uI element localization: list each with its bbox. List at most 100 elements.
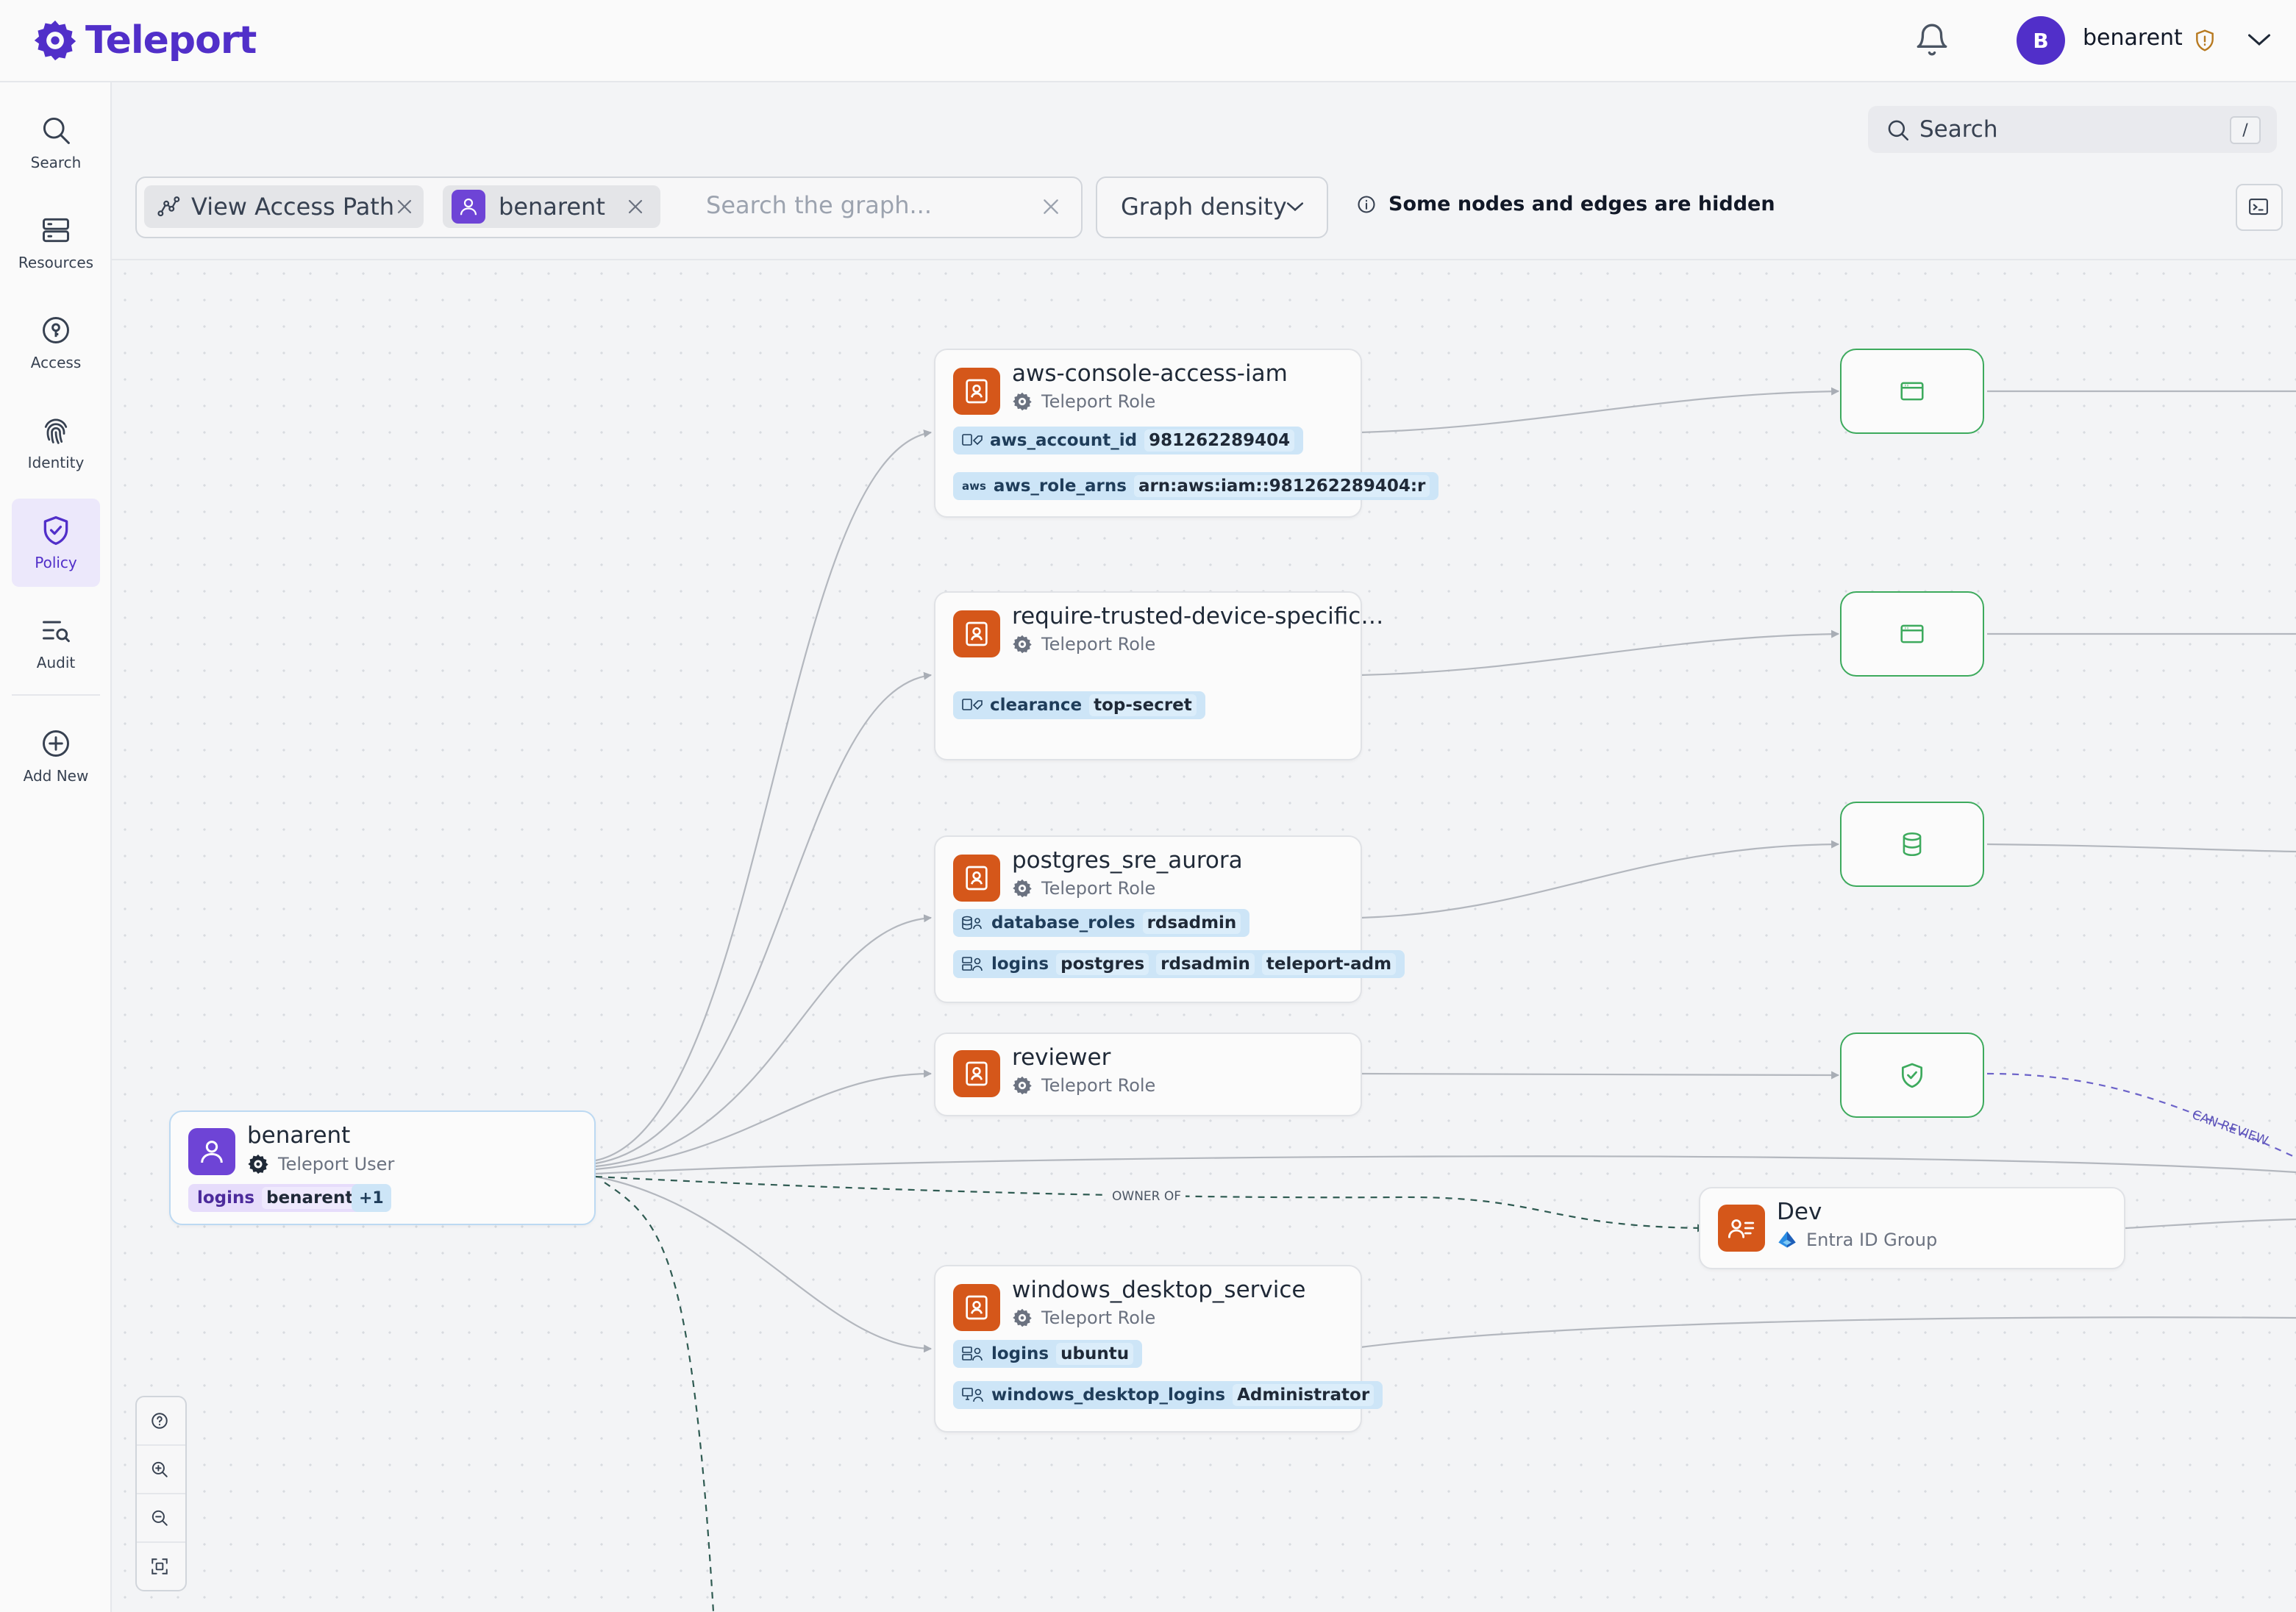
resource-node-app[interactable] [1840,591,1984,677]
bell-icon[interactable] [1914,22,1950,59]
teleport-gear-icon [1013,392,1032,411]
zoom-out-icon [151,1510,168,1526]
close-icon[interactable] [396,198,413,215]
database-users-icon [962,916,982,930]
graph-zoom-controls [135,1396,187,1591]
node-tag: aws_account_id 981262289404 [953,427,1304,454]
search-icon [1888,120,1909,141]
node-title: windows_desktop_service [1012,1277,1306,1303]
node-subtitle-text: Teleport User [278,1154,395,1174]
sidebar-item-search[interactable]: Search [12,99,100,187]
sidebar-item-audit[interactable]: Audit [12,599,100,687]
chip-label: View Access Path [191,193,395,221]
role-node[interactable]: aws-console-access-iam Teleport Role aws… [934,349,1439,518]
node-tag: database_roles rdsadmin [953,909,1250,937]
graph-search-input[interactable]: Search the graph... [706,191,932,219]
zoom-in-button[interactable] [143,1453,176,1486]
role-icon [953,1050,1000,1097]
role-node[interactable]: require-trusted-device-specific… Telepor… [934,591,1383,760]
teleport-gear-icon [1013,1308,1032,1327]
sidebar-item-policy[interactable]: Policy [12,499,100,587]
server-icon [43,218,69,243]
tag-value: benarent [262,1187,358,1209]
graph-density-dropdown[interactable]: Graph density [1096,176,1328,238]
node-title: aws-console-access-iam [1012,360,1288,387]
tag-value: rdsadmin [1156,953,1255,975]
desktop-user-icon [962,1388,983,1402]
sidebar-item-label: Search [30,154,82,171]
graph-density-label: Graph density [1121,193,1287,221]
zoom-in-icon [151,1461,168,1477]
tag-value: top-secret [1089,694,1197,716]
resource-node-app[interactable] [1840,349,1984,434]
server-user-icon [962,957,983,971]
node-title: postgres_sre_aurora [1012,847,1243,874]
global-search-button[interactable]: Search / [1868,106,2277,153]
sidebar-item-label: Policy [35,554,77,571]
user-node[interactable]: benarent Teleport User logins benarent +… [169,1110,596,1225]
keyboard-shortcut-hint: / [2230,116,2261,144]
teleport-logo[interactable]: Teleport [32,16,257,65]
aws-badge-icon: aws [962,479,986,493]
role-icon [953,1284,1000,1331]
view-access-path-chip[interactable]: View Access Path [144,185,424,228]
brand-name: Teleport [85,18,257,63]
group-node[interactable]: Dev Entra ID Group [1699,1187,2125,1269]
role-icon [953,368,1000,415]
role-node[interactable]: windows_desktop_service Teleport Role lo… [934,1265,1383,1433]
tag-key: database_roles [991,913,1135,932]
access-path-icon [157,196,180,217]
chevron-down-icon[interactable] [2246,31,2272,49]
sidebar-item-add-new[interactable]: Add New [12,712,100,800]
tag-key: windows_desktop_logins [991,1385,1226,1405]
close-icon[interactable] [627,198,644,215]
sidebar-item-identity[interactable]: Identity [12,399,100,487]
user-filter-chip[interactable]: benarent [443,185,660,228]
node-subtitle-text: Teleport Role [1041,1075,1156,1096]
chevron-down-icon [1286,202,1304,212]
node-subtitle-text: Entra ID Group [1806,1230,1938,1250]
user-menu-name[interactable]: benarent [2083,25,2183,51]
tag-key: clearance [990,696,1083,715]
audit-search-icon [43,621,70,643]
zoom-out-button[interactable] [143,1502,176,1534]
terminal-button[interactable] [2236,184,2283,231]
resource-node-database[interactable] [1840,802,1984,887]
help-button[interactable] [143,1405,176,1437]
terminal-icon [2249,198,2268,215]
sidebar-divider [12,694,100,696]
user-avatar[interactable]: B [2017,16,2065,65]
teleport-gear-icon [248,1154,268,1174]
global-search-label: Search [1919,116,1998,143]
resource-node-review[interactable] [1840,1033,1984,1118]
search-icon [43,117,70,144]
teleport-gear-icon [34,20,76,61]
more-tags-badge[interactable]: +1 [352,1184,391,1212]
role-node[interactable]: reviewer Teleport Role [934,1033,1362,1116]
shield-alert-icon[interactable] [2193,28,2217,53]
node-subtitle: Teleport User [247,1153,394,1175]
sidebar-item-label: Add New [23,767,89,785]
server-user-icon [962,1347,983,1361]
label-tag-icon [962,434,983,446]
node-subtitle: Teleport Role [1012,1075,1155,1096]
node-subtitle-text: Teleport Role [1041,634,1156,655]
tag-key: logins [991,1344,1049,1363]
role-node[interactable]: postgres_sre_aurora Teleport Role databa… [934,835,1405,1003]
role-icon [953,610,1000,657]
node-tag: logins postgres rdsadmin teleport-adm [953,950,1405,978]
clear-search-icon[interactable] [1041,197,1060,216]
node-tag: windows_desktop_logins Administrator [953,1381,1383,1409]
sidebar-item-resources[interactable]: Resources [12,199,100,287]
sidebar-item-access[interactable]: Access [12,299,100,387]
group-icon [1718,1205,1765,1252]
tag-value: postgres [1056,953,1149,975]
edge-label-owner-of: OWNER OF [1108,1189,1186,1204]
fit-view-button[interactable] [143,1550,176,1583]
sidebar-item-label: Resources [18,254,94,271]
node-subtitle-text: Teleport Role [1041,1308,1156,1328]
tag-value: teleport-adm [1261,953,1397,975]
node-subtitle: Teleport Role [1012,391,1155,412]
sidebar: Search Resources Access Identity Policy … [0,82,112,1612]
role-icon [953,855,1000,902]
